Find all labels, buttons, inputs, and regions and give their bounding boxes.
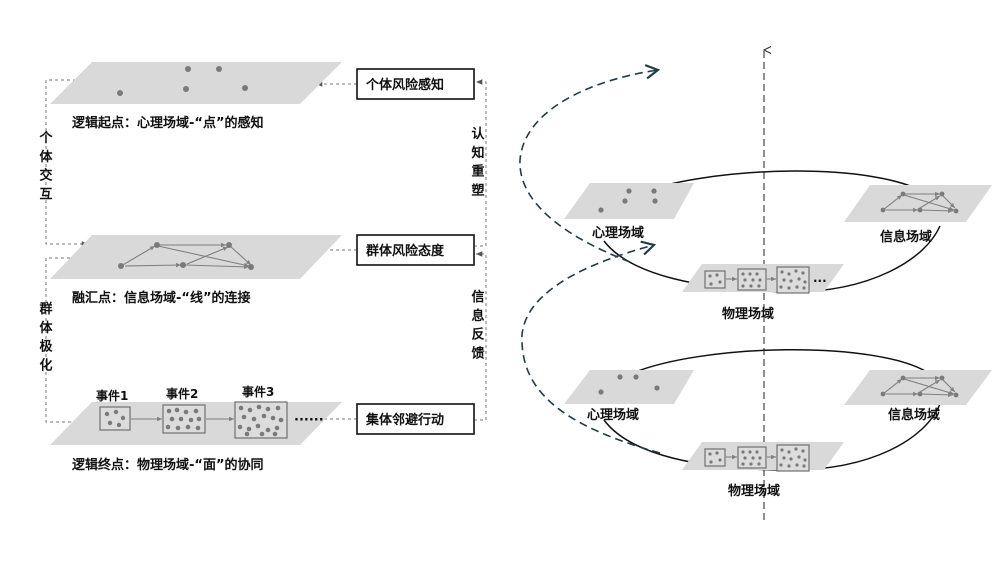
- polarization-loop: [45, 257, 88, 425]
- info-network: [118, 242, 254, 270]
- event-ellipsis: ······: [294, 413, 324, 428]
- caption-convergence: 融汇点：信息场域-“线”的连接: [72, 290, 250, 306]
- spiral-arrow-upper: [519, 64, 661, 263]
- upper-psych-plane: [564, 183, 694, 219]
- side-label-interaction: 个体交互: [38, 130, 53, 203]
- lower-info-label: 信息场域: [888, 407, 940, 423]
- cognition-reshape-line: [474, 79, 487, 247]
- side-label-cognition-text: 认知重塑: [471, 126, 485, 199]
- event-box-1: [99, 406, 131, 431]
- lower-phys-boxes: [704, 444, 810, 472]
- interaction-loop: [45, 79, 88, 247]
- lower-psych-label: 心理场域: [587, 407, 639, 423]
- stage-label-collective: 集体邻避行动: [365, 412, 444, 428]
- side-label-polarization-text: 群体极化: [39, 301, 53, 374]
- lower-psych-plane: [564, 370, 694, 404]
- side-label-feedback-text: 信息反馈: [471, 289, 484, 362]
- side-label-feedback: 信息反馈: [471, 289, 484, 362]
- right-diagram: ···: [519, 50, 992, 520]
- caption-logic-end: 逻辑终点：物理场域-“面”的协同: [72, 457, 263, 473]
- left-diagram: ······ 事件1 事件2 事件3 逻辑起点：心理场域-“点”的感知 融汇点：…: [38, 62, 487, 473]
- event-label-2: 事件2: [166, 386, 198, 401]
- event-box-2: [162, 404, 206, 434]
- info-plane: [50, 235, 342, 279]
- side-label-cognition: 认知重塑: [471, 126, 485, 199]
- caption-logic-start: 逻辑起点：心理场域-“点”的感知: [72, 115, 263, 131]
- upper-info-network: [880, 191, 959, 214]
- upper-info-label: 信息场域: [880, 229, 932, 245]
- spiral-arrow-lower: [521, 240, 661, 454]
- stage-box-collective-action: 集体邻避行动: [356, 403, 475, 435]
- event-box-3: [234, 401, 288, 439]
- info-feedback-line: [474, 251, 487, 421]
- event-label-3: 事件3: [242, 384, 274, 399]
- side-label-interaction-text: 个体交互: [38, 130, 53, 203]
- lower-info-network: [880, 375, 959, 398]
- lower-phys-label: 物理场域: [728, 483, 780, 499]
- upper-phys-label: 物理场域: [722, 306, 774, 322]
- stage-label-individual: 个体风险感知: [365, 77, 444, 93]
- upper-phys-boxes: [704, 266, 810, 294]
- stage-label-group: 群体风险态度: [366, 243, 445, 259]
- event-label-1: 事件1: [96, 388, 128, 403]
- upper-info-plane: [844, 185, 992, 222]
- stage-box-group-attitude: 群体风险态度: [356, 234, 475, 266]
- side-label-polarization: 群体极化: [39, 301, 53, 374]
- upper-psych-label: 心理场域: [592, 225, 644, 241]
- psych-plane: [50, 62, 342, 104]
- stage-box-individual-risk: 个体风险感知: [356, 68, 475, 100]
- upper-phys-ellipsis: ···: [813, 274, 827, 288]
- lower-info-plane: [844, 370, 992, 405]
